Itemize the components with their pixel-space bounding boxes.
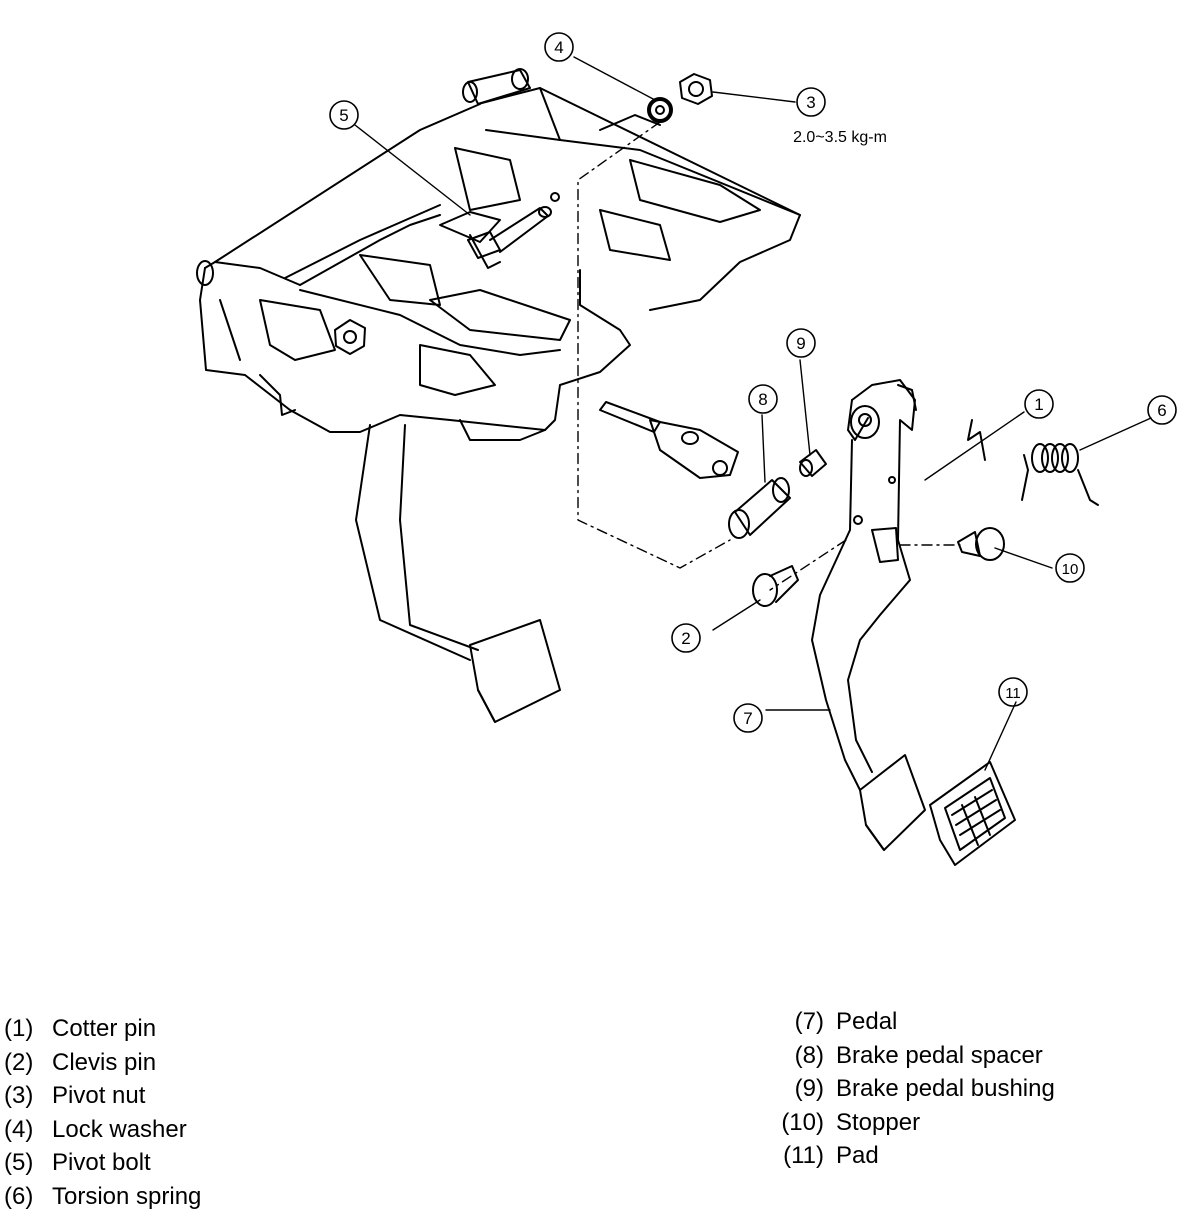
lock-washer bbox=[647, 97, 673, 123]
callout-number-1: 1 bbox=[1034, 395, 1043, 414]
assembly-guide-lines bbox=[577, 121, 961, 591]
legend-item-pad: (11) Pad bbox=[760, 1139, 1055, 1173]
legend-label: Brake pedal spacer bbox=[836, 1041, 1043, 1069]
torsion-spring bbox=[1021, 443, 1099, 506]
callout-circle-9 bbox=[786, 328, 816, 358]
callout-number-6: 6 bbox=[1157, 401, 1166, 420]
callout-circle-6 bbox=[1147, 395, 1177, 425]
legend-left-column: (1) Cotter pin (2) Clevis pin (3) Pivot nut… bbox=[4, 1012, 201, 1214]
callout-circle-11 bbox=[998, 677, 1028, 707]
legend-number: (5) bbox=[4, 1149, 34, 1177]
callout-numbers: 4 3 5 9 1 6 8 10 2 11 7 2.0~3.5 kg-m bbox=[339, 38, 1166, 728]
exploded-pedal-diagram: 4 3 5 9 1 6 8 10 2 11 7 2.0~3.5 kg-m bbox=[196, 32, 1177, 866]
stopper bbox=[957, 527, 1005, 561]
legend-number: (2) bbox=[4, 1048, 34, 1076]
clevis-pin bbox=[752, 565, 799, 607]
legend-item-pivot-bolt: (5) Pivot bolt bbox=[4, 1146, 201, 1180]
legend-label: Pivot nut bbox=[52, 1082, 146, 1110]
callout-number-5: 5 bbox=[339, 106, 348, 125]
callout-circle-2 bbox=[671, 623, 701, 653]
legend-item-stopper: (10) Stopper bbox=[760, 1106, 1055, 1140]
callout-number-3: 3 bbox=[806, 93, 815, 112]
legend-item-brake-pedal-bushing: (9) Brake pedal bushing bbox=[760, 1072, 1055, 1106]
brake-pedal-spacer bbox=[728, 477, 791, 539]
callout-number-8: 8 bbox=[758, 390, 767, 409]
callout-circle-7 bbox=[733, 703, 763, 733]
callout-number-10: 10 bbox=[1062, 561, 1079, 578]
legend-number: (8) bbox=[794, 1041, 824, 1069]
legend-right-column: (7) Pedal (8) Brake pedal spacer (9) Brake … bbox=[760, 1005, 1055, 1173]
callout-number-7: 7 bbox=[743, 709, 752, 728]
legend-number: (3) bbox=[4, 1082, 34, 1110]
legend-label: Brake pedal bushing bbox=[836, 1075, 1055, 1103]
clevis-pushrod bbox=[599, 401, 739, 479]
legend-label: Stopper bbox=[836, 1108, 921, 1136]
callout-number-9: 9 bbox=[796, 334, 805, 353]
callout-circle-8 bbox=[748, 384, 778, 414]
legend-number: (4) bbox=[4, 1115, 34, 1143]
callout-circles bbox=[329, 32, 1177, 733]
legend-item-torsion-spring: (6) Torsion spring bbox=[4, 1180, 201, 1214]
legend-label: Torsion spring bbox=[52, 1182, 202, 1210]
brake-pedal-bushing bbox=[799, 449, 827, 477]
pedal-bracket bbox=[196, 68, 801, 723]
cotter-pin bbox=[967, 419, 986, 461]
legend-number: (1) bbox=[4, 1015, 34, 1042]
callout-number-11: 11 bbox=[1005, 685, 1021, 702]
legend-item-lock-washer: (4) Lock washer bbox=[4, 1113, 201, 1147]
legend-label: Cotter pin bbox=[52, 1015, 157, 1042]
callout-circle-10 bbox=[1055, 553, 1085, 583]
legend-item-brake-pedal-spacer: (8) Brake pedal spacer bbox=[760, 1039, 1055, 1073]
legend-item-pivot-nut: (3) Pivot nut bbox=[4, 1079, 201, 1113]
pivot-nut bbox=[679, 73, 713, 105]
callout-circle-4 bbox=[544, 32, 574, 62]
legend-item-cotter-pin: (1) Cotter pin bbox=[4, 1012, 201, 1046]
callout-number-2: 2 bbox=[681, 629, 690, 648]
pedal-pad bbox=[929, 761, 1016, 866]
callout-circle-1 bbox=[1024, 389, 1054, 419]
legend-number: (6) bbox=[4, 1182, 34, 1210]
leader-lines bbox=[354, 56, 1152, 771]
legend-label: Clevis pin bbox=[52, 1048, 157, 1076]
legend-item-pedal: (7) Pedal bbox=[760, 1005, 1055, 1039]
legend-label: Pad bbox=[836, 1142, 879, 1170]
legend-label: Pivot bolt bbox=[52, 1149, 151, 1177]
callout-number-4: 4 bbox=[554, 38, 563, 57]
torque-spec: 2.0~3.5 kg-m bbox=[793, 129, 887, 146]
legend-number: (10) bbox=[781, 1108, 824, 1136]
legend-number: (9) bbox=[794, 1075, 824, 1103]
callout-circle-3 bbox=[796, 87, 826, 117]
brake-pedal bbox=[811, 379, 926, 851]
legend-item-clevis-pin: (2) Clevis pin bbox=[4, 1046, 201, 1080]
callout-circle-5 bbox=[329, 100, 359, 130]
legend-label: Lock washer bbox=[52, 1115, 187, 1143]
legend-label: Pedal bbox=[836, 1008, 898, 1035]
legend-number: (11) bbox=[783, 1142, 824, 1170]
legend-number: (7) bbox=[794, 1008, 824, 1035]
